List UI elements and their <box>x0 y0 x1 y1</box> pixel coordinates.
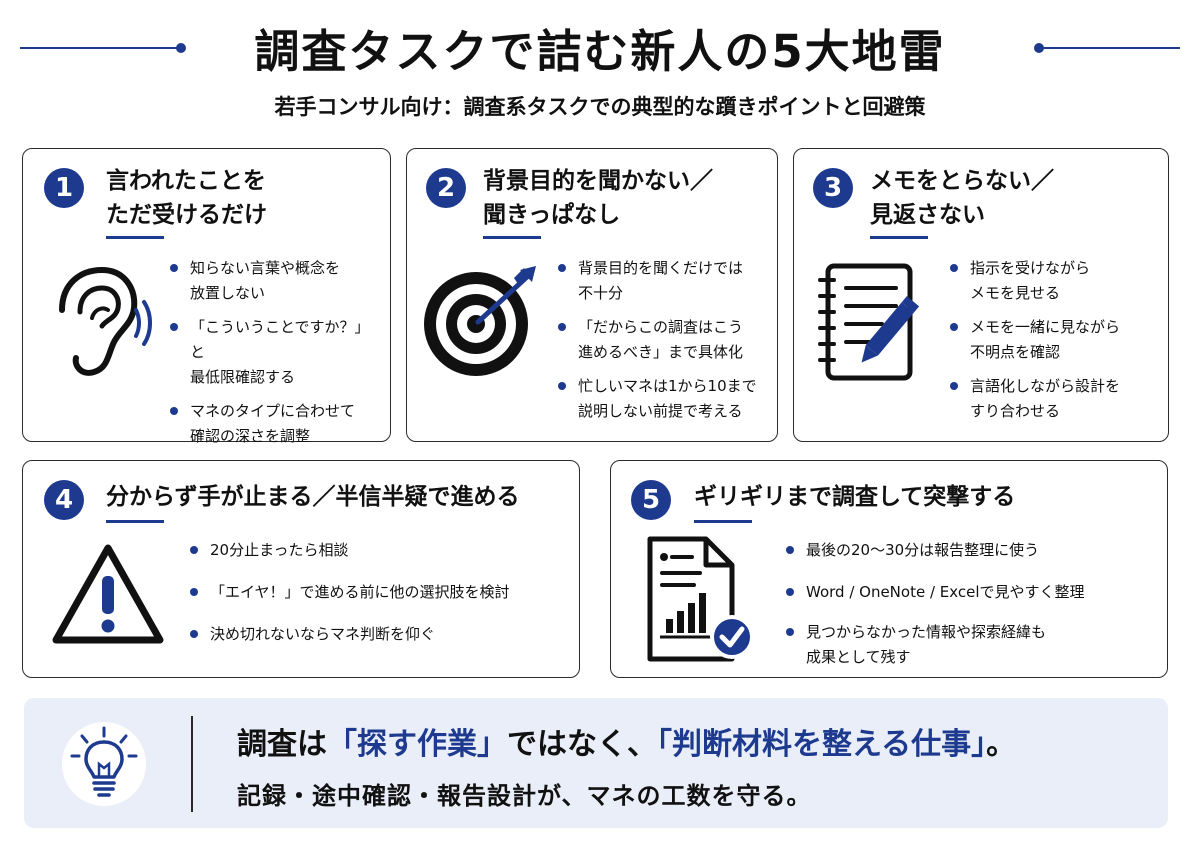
summary-sub-message: 記録・途中確認・報告設計が、マネの工数を守る。 <box>237 782 812 810</box>
summary-text: ではなく、 <box>507 727 657 762</box>
list-item: 「こういうことですか？」と 最低限確認する <box>168 315 383 390</box>
card-number-badge: 1 <box>44 168 84 208</box>
report-check-icon <box>644 535 764 665</box>
card-number-badge: 4 <box>44 480 84 520</box>
title-dot-left <box>176 43 186 53</box>
list-item: 知らない言葉や概念を 放置しない <box>168 256 383 306</box>
heading-underline <box>694 520 752 523</box>
list-item: 「だからこの調査はこう 進めるべき」まで具体化 <box>556 315 774 365</box>
heading-underline <box>106 520 164 523</box>
summary-highlight: 「探す作業」 <box>327 727 507 762</box>
card-heading: 分からず手が止まる／半信半疑で進める <box>106 484 520 510</box>
ear-icon <box>44 262 154 382</box>
summary-text: 。 <box>986 727 1017 762</box>
list-item: メモを一緒に見ながら 不明点を確認 <box>948 315 1163 365</box>
list-item: マネのタイプに合わせて 確認の深さを調整 <box>168 399 383 449</box>
bullet-list: 20分止まったら相談 「エイヤ！」で進める前に他の選択肢を検討 決め切れないなら… <box>188 538 576 664</box>
list-item: 20分止まったら相談 <box>188 538 576 563</box>
list-item: 忙しいマネは1から10まで 説明しない前提で考える <box>556 374 774 424</box>
list-item: 背景目的を聞くだけでは 不十分 <box>556 256 774 306</box>
summary-banner <box>24 698 1168 828</box>
bullet-list: 知らない言葉や概念を 放置しない 「こういうことですか？」と 最低限確認する マ… <box>168 256 383 458</box>
list-item: 「エイヤ！」で進める前に他の選択肢を検討 <box>188 580 576 605</box>
title-rule-right <box>1040 47 1180 49</box>
title-rule-left <box>20 47 180 49</box>
page-title: 調査タスクで詰む新人の5大地雷 <box>254 25 946 78</box>
card-heading: 言われたことを ただ受けるだけ <box>106 168 267 228</box>
list-item: 指示を受けながら メモを見せる <box>948 256 1163 306</box>
heading-underline <box>870 236 928 239</box>
card-number-badge: 2 <box>426 168 466 208</box>
summary-text: 調査は <box>237 727 327 762</box>
title-dot-right <box>1034 43 1044 53</box>
warning-icon <box>48 540 168 648</box>
card-heading: メモをとらない／ 見返さない <box>870 168 1054 228</box>
divider <box>191 716 193 812</box>
card-number-badge: 3 <box>813 168 853 208</box>
card-number-badge: 5 <box>631 480 671 520</box>
card-heading: ギリギリまで調査して突撃する <box>694 484 1016 510</box>
list-item: Word / OneNote / Excelで見やすく整理 <box>784 580 1164 605</box>
heading-underline <box>483 236 541 239</box>
target-icon <box>420 262 550 382</box>
summary-highlight: 「判断材料を整える仕事」 <box>657 727 987 762</box>
bullet-list: 最後の20〜30分は報告整理に使う Word / OneNote / Excel… <box>784 538 1164 679</box>
page-subtitle: 若手コンサル向け：調査系タスクでの典型的な躓きポイントと回避策 <box>274 95 926 119</box>
list-item: 決め切れないならマネ判断を仰ぐ <box>188 622 576 647</box>
summary-main-message: 調査は「探す作業」ではなく、「判断材料を整える仕事」。 <box>237 722 1016 768</box>
bullet-list: 指示を受けながら メモを見せる メモを一緒に見ながら 不明点を確認 言語化しなが… <box>948 256 1163 433</box>
lightbulb-icon <box>62 722 146 806</box>
bullet-list: 背景目的を聞くだけでは 不十分 「だからこの調査はこう 進めるべき」まで具体化 … <box>556 256 774 433</box>
card-heading: 背景目的を聞かない／ 聞きっぱなし <box>483 168 713 228</box>
notebook-pen-icon <box>812 258 942 384</box>
heading-underline <box>106 236 164 239</box>
list-item: 見つからなかった情報や探索経緯も 成果として残す <box>784 620 1164 670</box>
list-item: 最後の20〜30分は報告整理に使う <box>784 538 1164 563</box>
list-item: 言語化しながら設計を すり合わせる <box>948 374 1163 424</box>
